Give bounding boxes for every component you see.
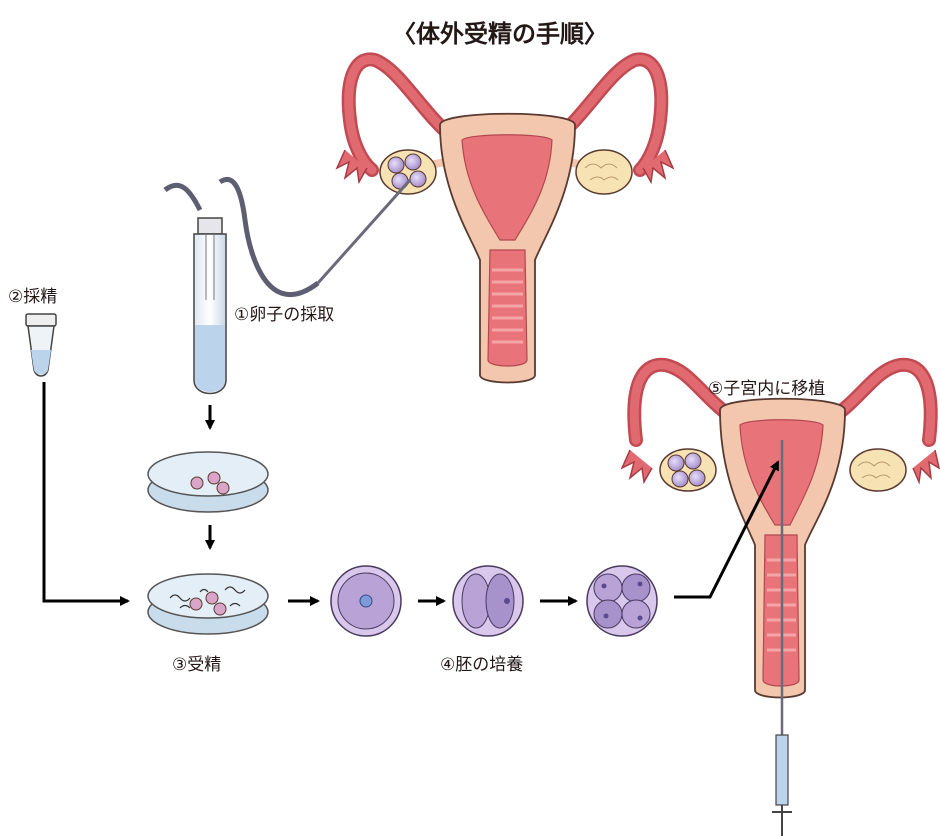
embryo-2cell bbox=[453, 566, 523, 636]
uterus-transfer bbox=[622, 365, 939, 698]
label-embryo-culture: ④胚の培養 bbox=[440, 650, 523, 675]
label-transfer: ⑤子宮内に移植 bbox=[708, 374, 825, 399]
label-egg-retrieval: ①卵子の採取 bbox=[234, 300, 334, 325]
petri-dish-eggs bbox=[148, 452, 268, 512]
petri-dish-fertilization bbox=[148, 574, 268, 634]
label-fertilization: ③受精 bbox=[172, 650, 221, 675]
arrow-sperm-to-dish bbox=[44, 382, 128, 601]
fertilized-egg bbox=[331, 566, 401, 636]
embryo-4cell bbox=[587, 566, 657, 636]
label-sperm-collection: ②採精 bbox=[8, 282, 57, 307]
uterus-upper bbox=[337, 59, 673, 382]
diagram-title: 〈体外受精の手順〉 bbox=[392, 14, 608, 49]
test-tube bbox=[194, 218, 226, 394]
sperm-tube bbox=[26, 314, 56, 376]
